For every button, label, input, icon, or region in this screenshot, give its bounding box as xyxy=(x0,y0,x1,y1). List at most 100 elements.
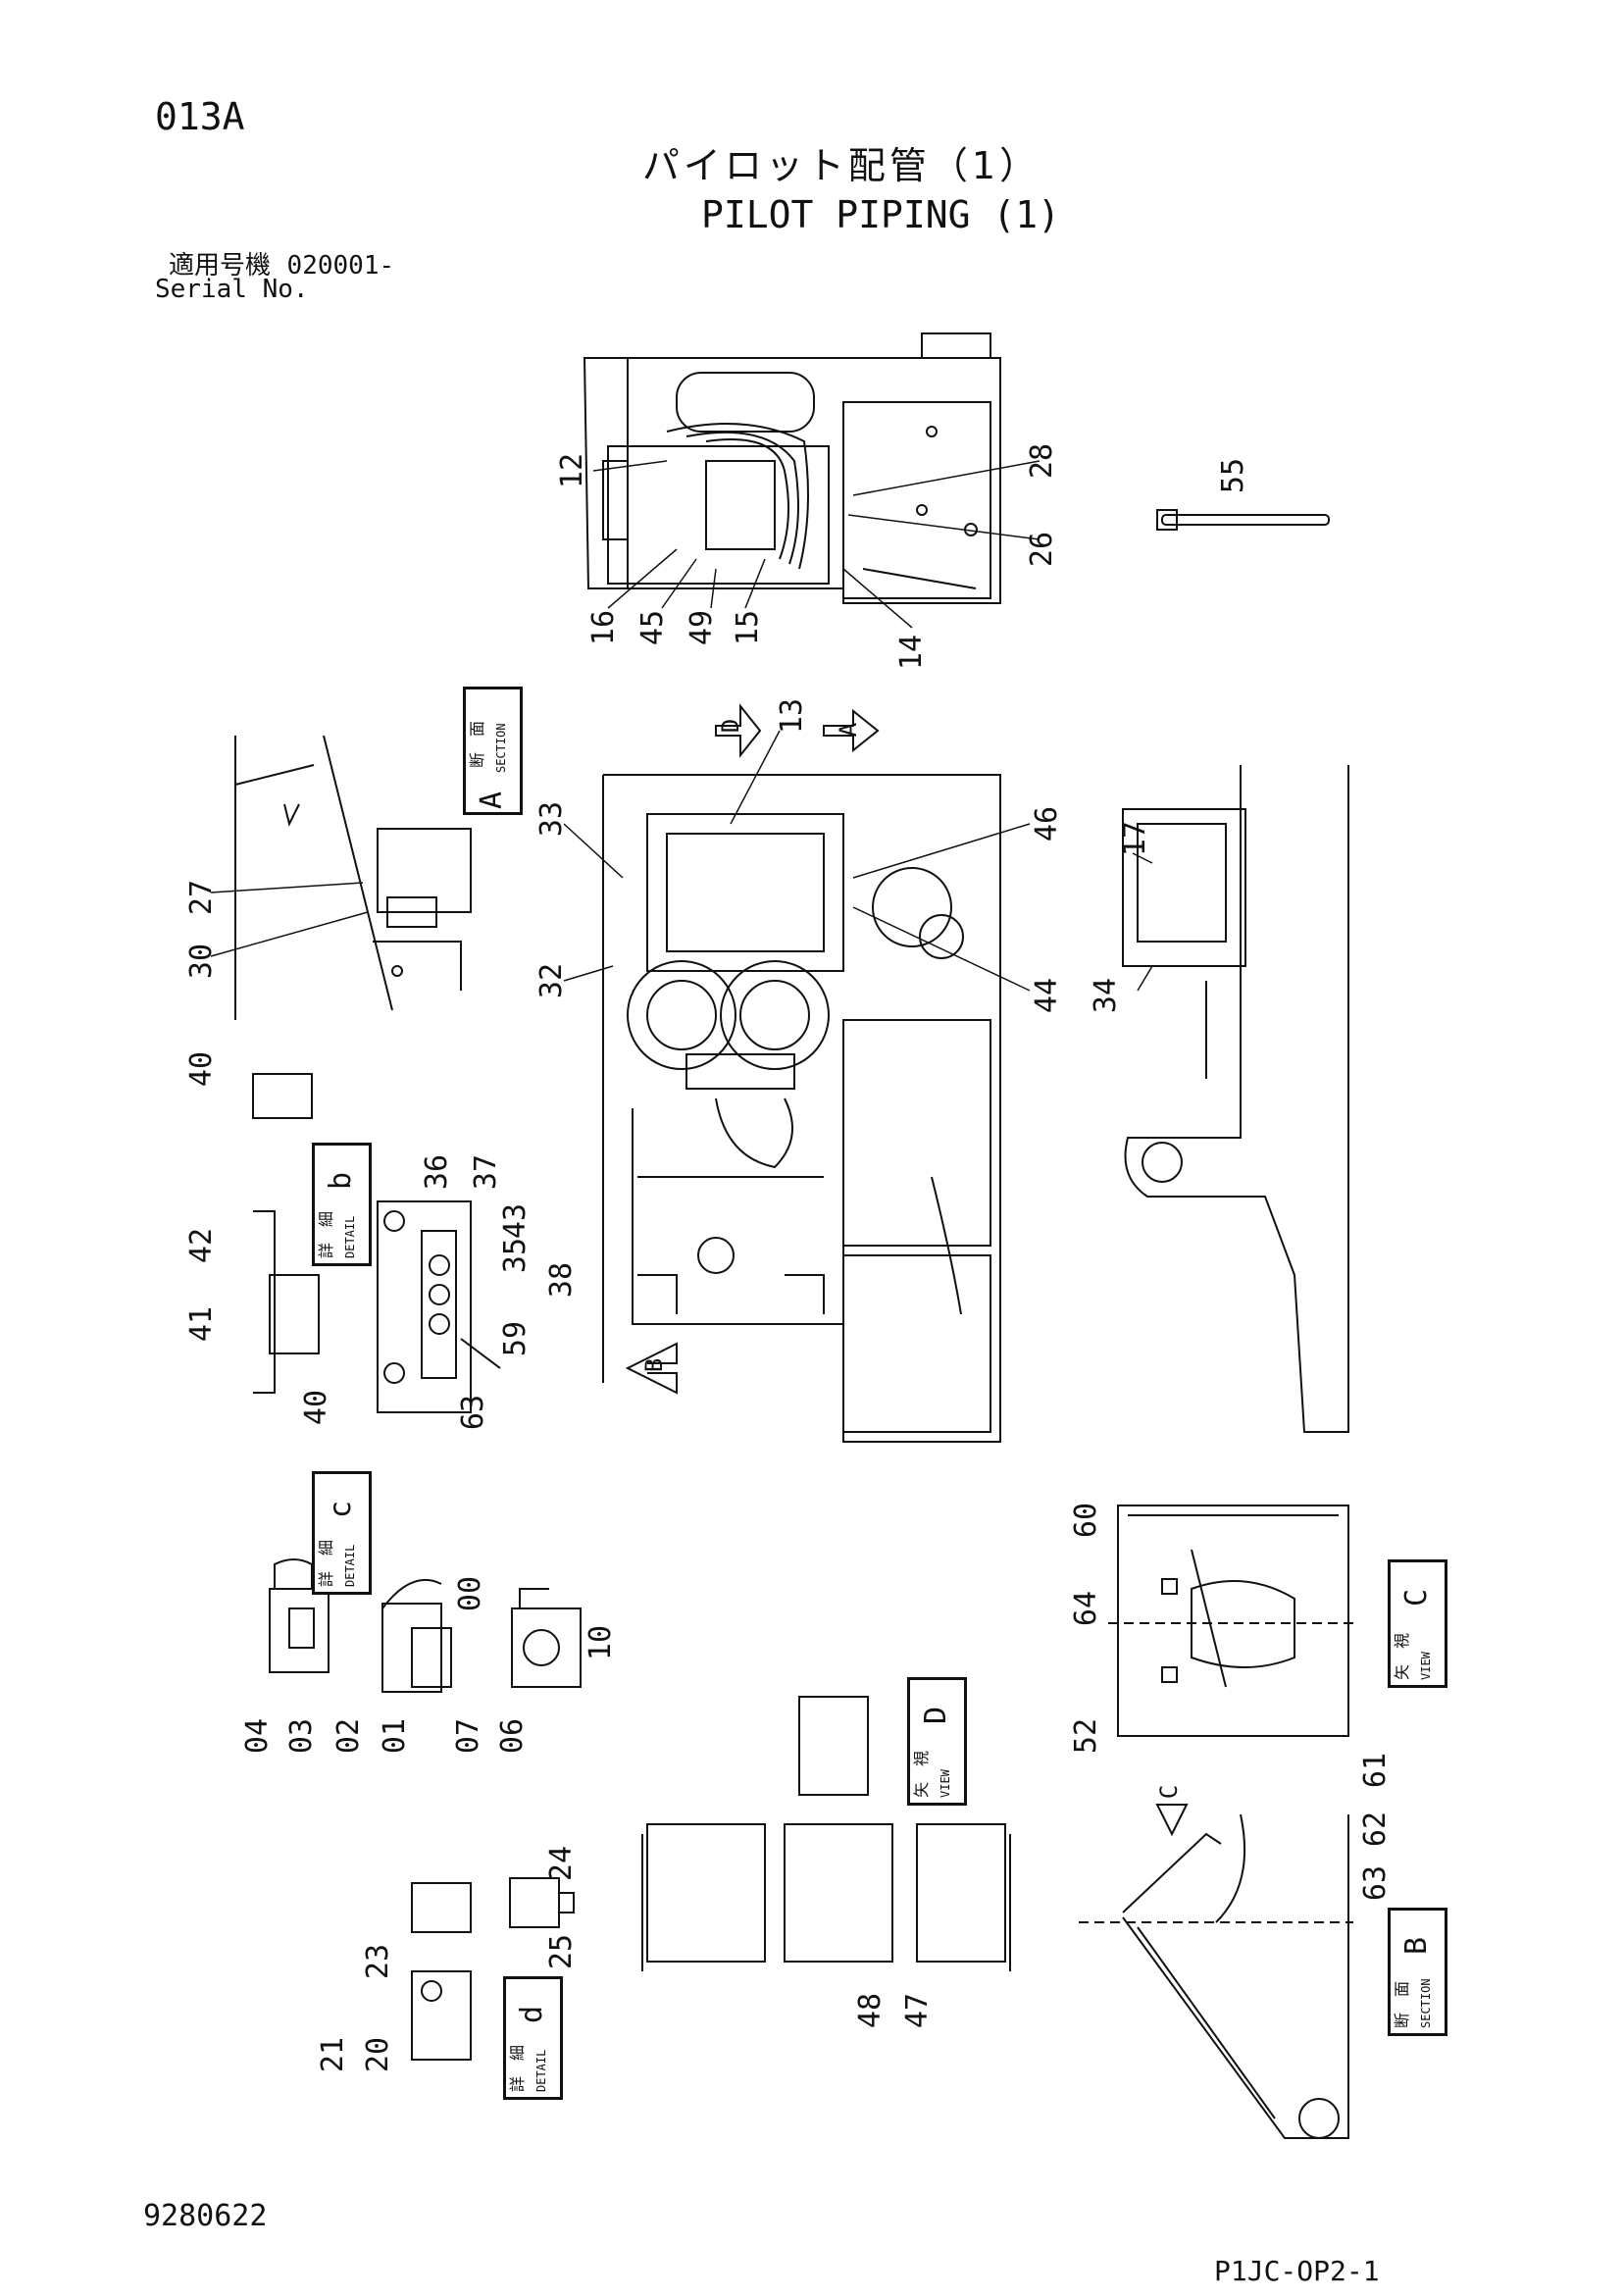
view-arrows xyxy=(625,703,1189,1837)
detail-b-en: DETAIL xyxy=(343,1215,357,1258)
detail-d-jp: 詳 細 xyxy=(508,2044,527,2092)
section-a-label: 断 面 SECTION A xyxy=(463,687,523,815)
callout-42: 42 xyxy=(184,1227,220,1264)
callout-63: 63 xyxy=(1358,1864,1394,1902)
callout-10: 10 xyxy=(584,1624,619,1661)
callout-17: 17 xyxy=(1118,820,1153,857)
cable-tie-55 xyxy=(1156,509,1330,531)
serial-value: 020001- xyxy=(286,251,395,281)
view-c-letter: C xyxy=(1399,1588,1434,1607)
right-side-view xyxy=(1122,765,1349,1433)
callout-28: 28 xyxy=(1025,442,1060,480)
callout-41: 41 xyxy=(184,1305,220,1343)
view-d-letter: D xyxy=(919,1706,953,1724)
callout-12: 12 xyxy=(555,452,590,489)
callout-34: 34 xyxy=(1089,977,1124,1014)
detail-c-label: 詳 細 DETAIL c xyxy=(312,1471,372,1595)
callout-33: 33 xyxy=(534,800,570,838)
callout-26: 26 xyxy=(1025,531,1060,568)
section-b-en: SECTION xyxy=(1419,1978,1433,2028)
callout-01: 01 xyxy=(378,1717,413,1755)
section-a-en: SECTION xyxy=(494,723,508,773)
section-b-letter: B xyxy=(1399,1936,1434,1955)
callout-40-bottom: 40 xyxy=(299,1389,334,1426)
callout-37: 37 xyxy=(469,1153,504,1191)
detail-b-letter: b xyxy=(324,1171,358,1190)
callout-32: 32 xyxy=(534,962,570,999)
callout-47: 47 xyxy=(900,1992,936,2029)
leader-lines xyxy=(210,460,1153,992)
callout-15: 15 xyxy=(731,609,766,646)
detail-c-letter: c xyxy=(324,1500,358,1518)
arrow-c-letter: C xyxy=(1155,1784,1184,1800)
callout-61: 61 xyxy=(1358,1752,1394,1789)
detail-d-en: DETAIL xyxy=(534,2049,548,2092)
title-japanese: パイロット配管（1） xyxy=(641,144,1041,187)
callout-07: 07 xyxy=(451,1717,486,1755)
callout-63-b: 63 xyxy=(456,1394,491,1431)
main-plan-view xyxy=(602,774,1001,1443)
callout-38: 38 xyxy=(544,1261,580,1299)
callout-30: 30 xyxy=(184,943,220,980)
callout-03: 03 xyxy=(284,1717,320,1755)
callout-36: 36 xyxy=(420,1153,455,1191)
callout-06: 06 xyxy=(495,1717,531,1755)
callout-14: 14 xyxy=(894,634,930,671)
serial-label-english: Serial No. xyxy=(155,275,309,304)
callout-45: 45 xyxy=(635,609,671,646)
section-a-detail xyxy=(234,735,472,1020)
callout-44: 44 xyxy=(1030,977,1065,1014)
view-d-parts xyxy=(641,1696,1011,1971)
upper-cab-view xyxy=(583,332,1001,604)
page-code: 013A xyxy=(155,95,245,138)
callout-23: 23 xyxy=(361,1943,396,1980)
section-b xyxy=(1079,1813,1353,2139)
view-d-en: VIEW xyxy=(939,1769,952,1798)
section-b-label: 断 面 SECTION B xyxy=(1388,1908,1447,2036)
detail-b-label: 詳 細 DETAIL b xyxy=(312,1143,372,1266)
detail-d-letter: d xyxy=(515,2005,549,2023)
callout-46: 46 xyxy=(1030,805,1065,842)
view-c-jp: 矢 視 xyxy=(1393,1632,1411,1680)
document-number: 9280622 xyxy=(143,2199,268,2233)
detail-b-jp: 詳 細 xyxy=(317,1210,335,1258)
callout-16: 16 xyxy=(586,609,622,646)
view-d-label: 矢 視 VIEW D xyxy=(907,1677,967,1806)
detail-b xyxy=(252,1073,501,1413)
arrow-d-letter: D xyxy=(717,718,745,734)
callout-25: 25 xyxy=(544,1933,580,1970)
callout-04: 04 xyxy=(240,1717,276,1755)
callout-59: 59 xyxy=(498,1320,533,1357)
callout-00: 00 xyxy=(453,1575,488,1612)
section-b-jp: 断 面 xyxy=(1393,1980,1411,2028)
view-d-jp: 矢 視 xyxy=(912,1750,931,1798)
callout-48: 48 xyxy=(853,1992,888,2029)
callout-35: 35 xyxy=(498,1237,533,1274)
section-a-jp: 断 面 xyxy=(468,720,486,768)
title-english: PILOT PIPING (1) xyxy=(700,193,1061,236)
arrow-b-letter: B xyxy=(640,1357,669,1373)
serial-label-japanese: 適用号機 020001- xyxy=(169,253,394,279)
callout-52: 52 xyxy=(1069,1717,1104,1755)
detail-c-jp: 詳 細 xyxy=(317,1539,335,1587)
view-c-en: VIEW xyxy=(1419,1652,1433,1680)
callout-24: 24 xyxy=(544,1845,580,1882)
detail-c xyxy=(269,1558,582,1693)
callout-21: 21 xyxy=(316,2036,351,2073)
detail-c-en: DETAIL xyxy=(343,1544,357,1587)
callout-40-top: 40 xyxy=(184,1050,220,1088)
callout-64: 64 xyxy=(1069,1590,1104,1627)
callout-43: 43 xyxy=(498,1202,533,1240)
callout-13: 13 xyxy=(775,697,810,735)
page-reference: P1JC-OP2-1 xyxy=(1214,2255,1380,2287)
section-a-letter: A xyxy=(475,791,509,809)
callout-27: 27 xyxy=(184,879,220,916)
callout-55: 55 xyxy=(1216,457,1251,494)
detail-d xyxy=(411,1877,575,2061)
callout-62: 62 xyxy=(1358,1811,1394,1848)
callout-20: 20 xyxy=(361,2036,396,2073)
view-c-label: 矢 視 VIEW C xyxy=(1388,1559,1447,1688)
callout-02: 02 xyxy=(331,1717,367,1755)
view-c xyxy=(1108,1505,1353,1737)
